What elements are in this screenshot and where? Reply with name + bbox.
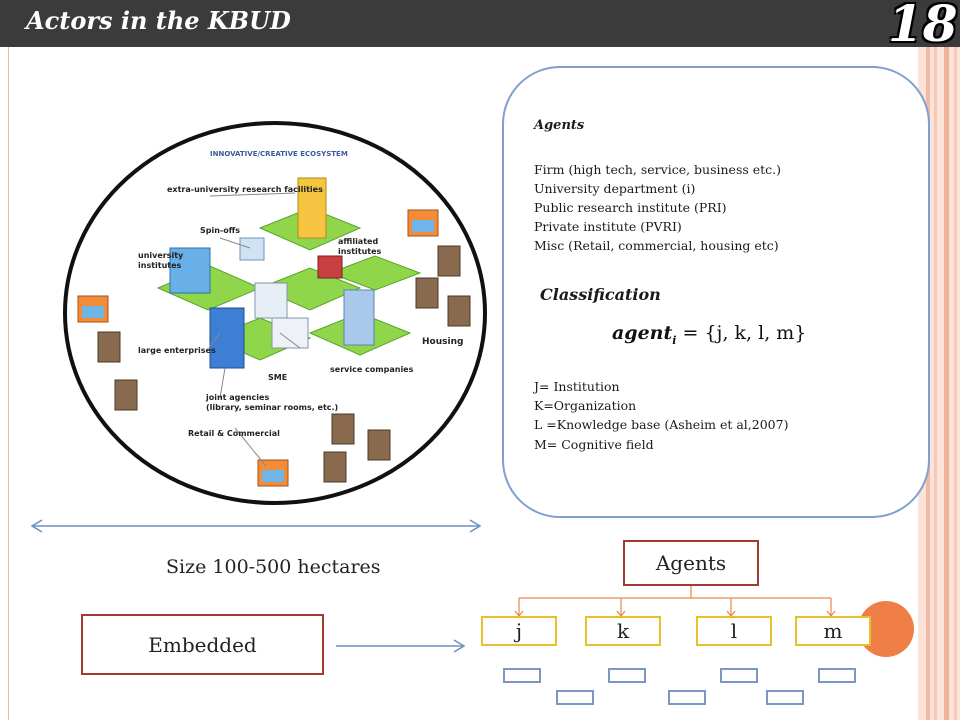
embedded-arrow	[336, 639, 466, 653]
hierarchy-leaf-l: l	[696, 616, 772, 646]
building-icons	[169, 177, 375, 369]
agent-formula: agenti = {j, k, l, m}	[612, 322, 806, 347]
label-retail: Retail & Commercial	[188, 429, 280, 438]
label-affiliated-1: affiliated	[338, 237, 378, 246]
housing-icons	[97, 245, 471, 483]
hierarchy-leaf-k: k	[585, 616, 661, 646]
label-joint-agencies-1: joint agencies	[205, 393, 269, 402]
formula-subscript: i	[672, 333, 677, 347]
slide-title: Actors in the KBUD	[26, 6, 291, 35]
ecosystem-illustration: INNOVATIVE/CREATIVE ECOSYSTEM extra-univ…	[63, 121, 487, 505]
shop-icons	[77, 209, 439, 487]
placeholder-box	[720, 668, 758, 683]
placeholder-box	[766, 690, 804, 705]
left-decorative-stripe	[8, 47, 9, 720]
hierarchy-leaf-j: j	[481, 616, 557, 646]
label-spinoffs: Spin-offs	[200, 226, 240, 235]
hierarchy-root-agents: Agents	[623, 540, 759, 586]
agent-list-item: Misc (Retail, commercial, housing etc)	[534, 238, 779, 253]
placeholder-box	[668, 690, 706, 705]
title-bar	[0, 0, 960, 47]
label-housing: Housing	[422, 337, 463, 347]
size-arrow	[30, 519, 482, 533]
label-service-companies: service companies	[330, 365, 414, 374]
agents-heading: Agents	[534, 118, 585, 133]
embedded-box: Embedded	[81, 614, 324, 675]
label-university-1: university	[138, 251, 184, 260]
placeholder-box	[503, 668, 541, 683]
definition-item: K=Organization	[534, 398, 637, 413]
label-ecosystem-heading: INNOVATIVE/CREATIVE ECOSYSTEM	[210, 150, 348, 158]
hierarchy-connectors	[514, 586, 836, 617]
agent-list-item: Public research institute (PRI)	[534, 200, 727, 215]
definition-item: M= Cognitive field	[534, 437, 654, 452]
label-research-facilities: extra-university research facilities	[167, 185, 323, 194]
label-affiliated-2: institutes	[338, 247, 382, 256]
agents-info-box	[502, 66, 930, 518]
label-university-2: institutes	[138, 261, 182, 270]
formula-rhs: = {j, k, l, m}	[676, 322, 807, 344]
classification-heading: Classification	[540, 285, 661, 304]
placeholder-box	[608, 668, 646, 683]
size-label: Size 100-500 hectares	[166, 556, 381, 578]
formula-base: agent	[612, 322, 673, 344]
slide-number: 18	[888, 0, 958, 53]
agent-list-item: Private institute (PVRI)	[534, 219, 682, 234]
hierarchy-leaf-m: m	[795, 616, 871, 646]
connector-lines	[209, 192, 301, 467]
label-joint-agencies-2: (library, seminar rooms, etc.)	[206, 403, 338, 412]
agent-list-item: University department (i)	[534, 181, 696, 196]
placeholder-box	[556, 690, 594, 705]
label-large-enterprises: large enterprises	[138, 346, 216, 355]
definition-item: J= Institution	[534, 379, 620, 394]
placeholder-box	[818, 668, 856, 683]
agent-list-item: Firm (high tech, service, business etc.)	[534, 162, 782, 177]
definition-item: L =Knowledge base (Asheim et al,2007)	[534, 417, 789, 432]
label-sme: SME	[268, 373, 287, 382]
